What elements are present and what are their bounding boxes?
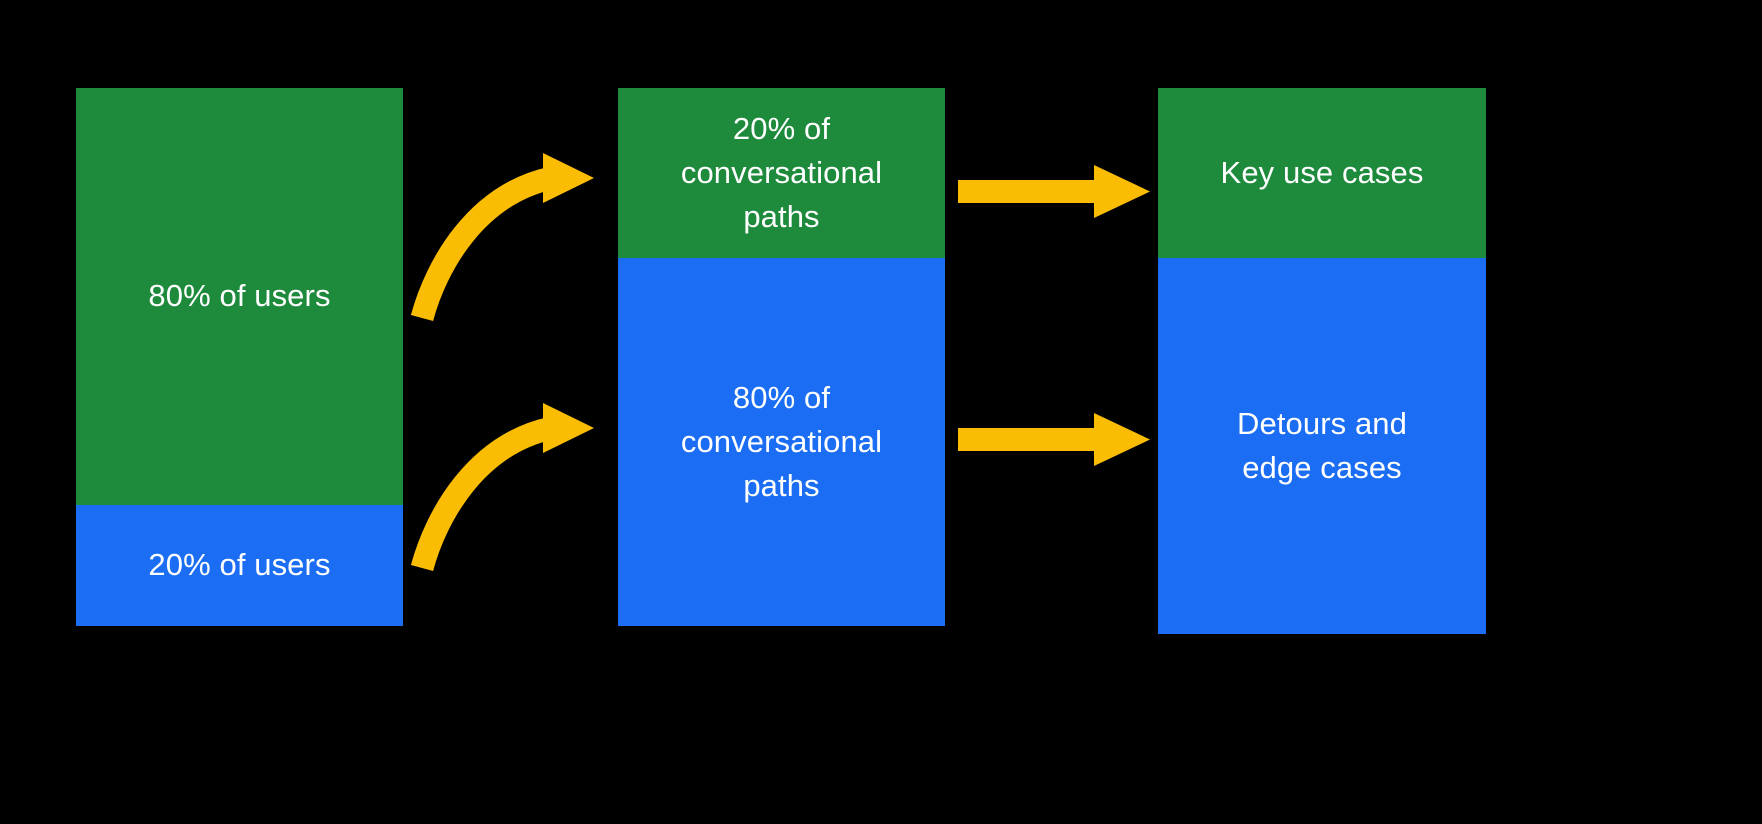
segment-paths-80-label: 80% of conversational paths xyxy=(680,379,883,503)
segment-key-use-cases: Key use cases xyxy=(1158,88,1486,258)
segment-detours-edge-cases: Detours and edge cases xyxy=(1158,257,1486,634)
curved-arrow-users20-to-paths80-icon xyxy=(410,403,594,572)
curved-arrow-users80-to-paths20-icon xyxy=(410,153,594,322)
straight-arrow-paths20-to-keyusecases-icon xyxy=(958,165,1150,218)
column-conversational-paths: 20% of conversational paths 80% of conve… xyxy=(618,88,945,626)
column-outcomes: Key use cases Detours and edge cases xyxy=(1158,88,1486,634)
segment-users-80-label: 80% of users xyxy=(148,278,331,314)
segment-paths-80: 80% of conversational paths xyxy=(618,258,945,626)
segment-key-use-cases-label: Key use cases xyxy=(1220,154,1424,190)
straight-arrow-paths80-to-detours-icon xyxy=(958,413,1150,466)
segment-users-20-label: 20% of users xyxy=(148,547,331,583)
segment-users-20: 20% of users xyxy=(76,504,403,626)
column-users: 80% of users 20% of users xyxy=(76,88,403,626)
segment-users-80: 80% of users xyxy=(76,88,403,505)
segment-detours-edge-cases-label: Detours and edge cases xyxy=(1237,405,1407,485)
segment-paths-20-label: 20% of conversational paths xyxy=(680,110,883,234)
segment-paths-20: 20% of conversational paths xyxy=(618,88,945,258)
